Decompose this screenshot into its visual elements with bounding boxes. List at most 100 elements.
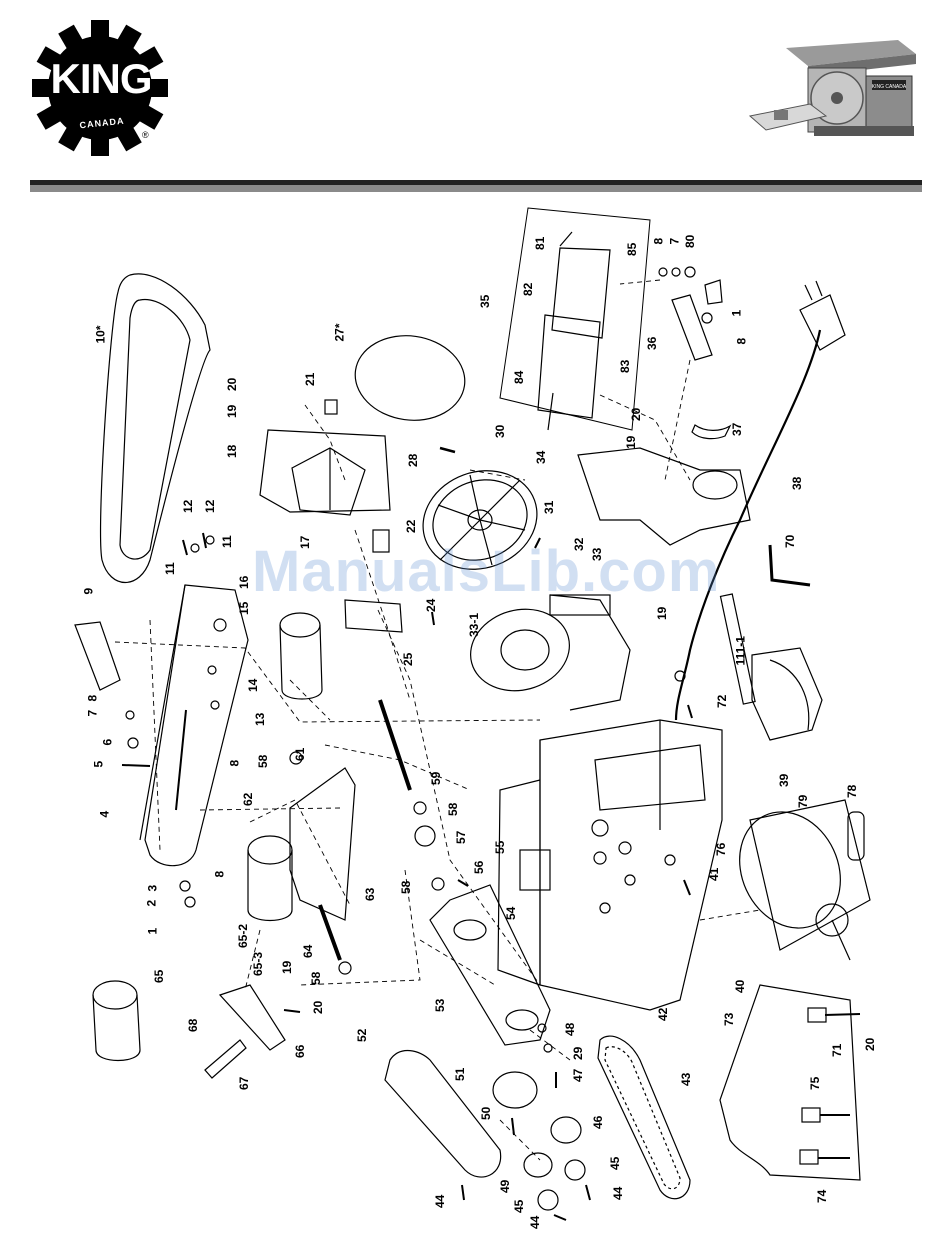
washer-45a bbox=[564, 1159, 586, 1181]
part-label-p61: 61 bbox=[293, 747, 307, 761]
tension-arm bbox=[289, 767, 356, 921]
shaft-64 bbox=[318, 904, 342, 961]
screw-44c bbox=[553, 1214, 567, 1221]
part-label-p65-3: 65-3 bbox=[251, 951, 265, 976]
part-label-p11b: 11 bbox=[163, 562, 177, 575]
part-label-p49: 49 bbox=[498, 1179, 512, 1193]
part-label-p18: 18 bbox=[225, 444, 239, 458]
part-label-p82: 82 bbox=[521, 282, 535, 296]
part-label-p3: 3 bbox=[145, 884, 159, 892]
part-label-p40: 40 bbox=[733, 979, 747, 993]
part-label-p19a: 19 bbox=[225, 404, 239, 418]
part-label-p80: 80 bbox=[683, 234, 697, 248]
washer-2 bbox=[184, 896, 196, 908]
part-label-p58c: 58 bbox=[399, 880, 413, 894]
part-label-p12b: 12 bbox=[203, 499, 217, 513]
registered-mark: ® bbox=[142, 130, 149, 140]
screw-50 bbox=[511, 1117, 515, 1136]
part-label-p66: 66 bbox=[293, 1044, 307, 1058]
washer-58b bbox=[413, 801, 427, 815]
part-label-p19d: 19 bbox=[280, 960, 294, 974]
bracket bbox=[372, 529, 390, 553]
part-label-p8a: 8 bbox=[651, 237, 665, 245]
exploded-parts-diagram bbox=[74, 207, 871, 1221]
part-label-p8d: 8 bbox=[227, 759, 241, 767]
drive-belt bbox=[597, 1035, 691, 1200]
washer-58c bbox=[431, 877, 445, 891]
table-bracket bbox=[671, 294, 713, 361]
part-label-p83: 83 bbox=[618, 359, 632, 373]
part-label-p28: 28 bbox=[406, 453, 420, 467]
header-rule bbox=[30, 180, 922, 192]
part-label-p19b: 19 bbox=[624, 435, 638, 449]
part-label-p58b: 58 bbox=[446, 802, 460, 816]
adjustment-knob bbox=[204, 1039, 247, 1079]
part-label-p10: 10* bbox=[93, 325, 107, 344]
part-label-p58a: 58 bbox=[256, 754, 270, 768]
bearing-57 bbox=[414, 825, 436, 847]
part-label-p44c: 44 bbox=[528, 1215, 542, 1229]
part-label-p27: 27* bbox=[332, 323, 346, 342]
part-label-p6: 6 bbox=[100, 738, 114, 746]
part-label-p34: 34 bbox=[534, 450, 548, 464]
part-label-p21: 21 bbox=[303, 372, 317, 386]
screw-31 bbox=[534, 537, 541, 549]
screw-41 bbox=[683, 879, 691, 896]
part-label-p13: 13 bbox=[253, 712, 267, 726]
washer-76 bbox=[664, 854, 676, 866]
screw-72 bbox=[687, 704, 693, 719]
washer-45b bbox=[537, 1189, 559, 1211]
part-label-p65-2: 65-2 bbox=[236, 923, 250, 948]
part-label-p17: 17 bbox=[298, 535, 312, 549]
part-label-p12a: 12 bbox=[181, 499, 195, 513]
fan-guard bbox=[691, 424, 732, 440]
capacitor bbox=[847, 811, 865, 861]
part-label-p47: 47 bbox=[571, 1068, 585, 1082]
part-label-p46: 46 bbox=[591, 1115, 605, 1129]
part-label-p25: 25 bbox=[401, 652, 415, 666]
part-label-p44a: 44 bbox=[433, 1194, 447, 1208]
part-label-p55: 55 bbox=[493, 840, 507, 854]
part-label-p41: 41 bbox=[707, 867, 721, 881]
part-label-p44b: 44 bbox=[611, 1186, 625, 1200]
drum-13 bbox=[279, 612, 323, 700]
screw-20d bbox=[824, 1013, 861, 1016]
screw-28 bbox=[439, 446, 456, 454]
drum-65 bbox=[92, 980, 141, 1061]
table-assembly-box bbox=[499, 207, 651, 431]
part-label-p56: 56 bbox=[472, 860, 486, 874]
part-label-p63: 63 bbox=[363, 887, 377, 901]
motor-base-housing bbox=[497, 719, 723, 1011]
part-label-p20c: 20 bbox=[311, 1000, 325, 1014]
part-label-p11a: 11 bbox=[220, 535, 234, 548]
pulley-49 bbox=[523, 1152, 553, 1178]
part-label-p9: 9 bbox=[81, 587, 95, 595]
part-label-p30: 30 bbox=[493, 424, 507, 438]
part-label-p32: 32 bbox=[572, 537, 586, 551]
part-label-p51: 51 bbox=[453, 1067, 467, 1081]
hex-wrench bbox=[768, 544, 811, 587]
part-label-p43: 43 bbox=[679, 1072, 693, 1086]
clip-21 bbox=[324, 399, 338, 415]
part-label-p7a: 7 bbox=[667, 237, 681, 245]
part-label-p52: 52 bbox=[355, 1028, 369, 1042]
sanding-disc bbox=[354, 335, 466, 421]
part-label-p1b: 1 bbox=[145, 927, 159, 935]
part-label-p7b: 7 bbox=[85, 709, 99, 717]
part-label-p20b: 20 bbox=[629, 407, 643, 421]
motor bbox=[739, 799, 871, 961]
nut-6 bbox=[127, 737, 139, 749]
part-label-p38: 38 bbox=[790, 476, 804, 490]
part-label-p70: 70 bbox=[783, 534, 797, 548]
part-label-p8e: 8 bbox=[212, 870, 226, 878]
part-label-p72: 72 bbox=[715, 694, 729, 708]
part-label-p54: 54 bbox=[504, 906, 518, 920]
washer-11b bbox=[205, 535, 215, 545]
part-label-p79: 79 bbox=[796, 794, 810, 808]
part-label-p64: 64 bbox=[301, 944, 315, 958]
part-label-p1a: 1 bbox=[729, 309, 743, 317]
watermark: ManualsLib.com bbox=[252, 539, 721, 604]
part-label-p36: 36 bbox=[645, 336, 659, 350]
pulley-cover bbox=[429, 884, 551, 1046]
